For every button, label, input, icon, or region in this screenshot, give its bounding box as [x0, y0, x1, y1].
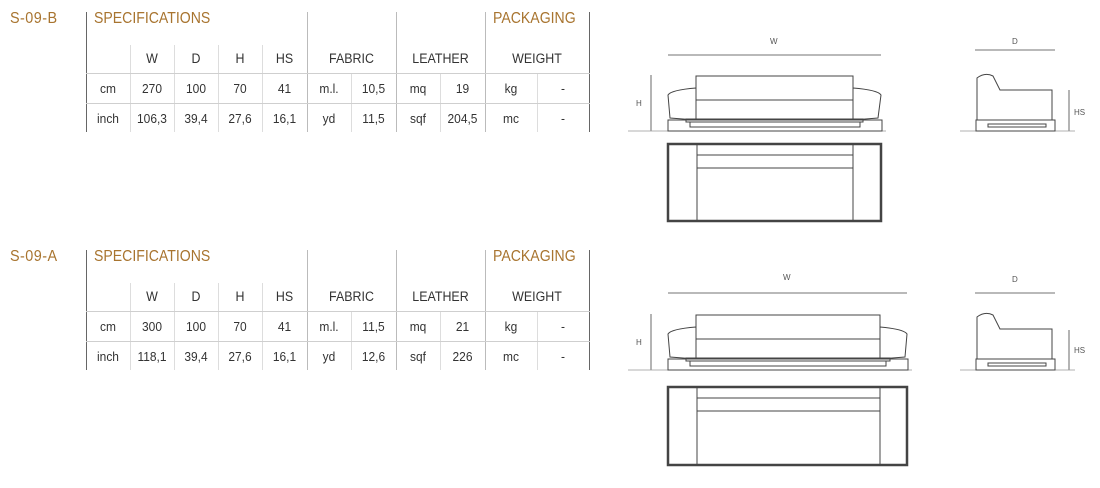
dim-label-h: H	[636, 338, 642, 347]
weight-unit-cell: mc	[503, 111, 519, 126]
fabric-unit-cell: m.l.	[319, 319, 339, 334]
fabric-cell: 11,5	[362, 111, 385, 126]
specifications-title: SPECIFICATIONS	[94, 10, 211, 27]
table-rule	[174, 45, 175, 132]
header-d: D	[191, 289, 201, 304]
product-block-s-09-b: S-09-B SPECIFICATIONS PACKAGING W D H HS…	[0, 0, 1100, 230]
weight-cell: -	[561, 319, 565, 334]
table-rule	[307, 12, 308, 132]
dim-label-d: D	[1012, 37, 1018, 46]
w-cell: 118,1	[137, 349, 167, 364]
d-cell: 100	[186, 81, 206, 96]
header-fabric: FABRIC	[329, 289, 374, 304]
leather-cell: 21	[455, 319, 470, 334]
hs-cell: 16,1	[272, 111, 297, 126]
header-w: W	[146, 289, 158, 304]
specifications-title: SPECIFICATIONS	[94, 248, 211, 265]
table-rule	[218, 283, 219, 370]
header-fabric: FABRIC	[329, 51, 374, 66]
product-block-s-09-a: S-09-A SPECIFICATIONS PACKAGING W D H HS…	[0, 238, 1100, 468]
dim-label-d: D	[1012, 275, 1018, 284]
table-rule	[86, 250, 87, 370]
header-d: D	[191, 51, 201, 66]
table-rule	[174, 283, 175, 370]
packaging-title: PACKAGING	[493, 248, 576, 265]
unit-cell: cm	[100, 81, 116, 96]
unit-cell: inch	[97, 111, 119, 126]
w-cell: 106,3	[137, 111, 167, 126]
leather-cell: 204,5	[447, 111, 478, 126]
table-rule	[218, 45, 219, 132]
w-cell: 270	[142, 81, 162, 96]
fabric-cell: 11,5	[362, 319, 385, 334]
weight-unit-cell: kg	[504, 319, 518, 334]
table-rule	[86, 103, 590, 104]
fabric-unit-cell: m.l.	[319, 81, 339, 96]
sofa-drawings: W D H HS	[628, 273, 1085, 467]
d-cell: 100	[186, 319, 206, 334]
table-rule	[86, 311, 590, 312]
hs-cell: 41	[277, 319, 292, 334]
header-hs: HS	[275, 289, 294, 304]
weight-unit-cell: kg	[504, 81, 518, 96]
header-hs: HS	[275, 51, 294, 66]
weight-cell: -	[561, 349, 565, 364]
product-code: S-09-B	[10, 10, 58, 27]
table-rule	[262, 45, 263, 132]
table-rule	[130, 283, 131, 370]
table-rule	[262, 283, 263, 370]
product-code: S-09-A	[10, 248, 58, 265]
leather-cell: 19	[455, 81, 470, 96]
leather-unit-cell: sqf	[410, 349, 426, 364]
header-leather: LEATHER	[412, 51, 469, 66]
dim-label-hs: HS	[1074, 346, 1085, 355]
header-leather: LEATHER	[412, 289, 469, 304]
fabric-unit-cell: yd	[322, 111, 336, 126]
header-h: H	[235, 289, 245, 304]
sofa-drawings: W D H HS	[628, 37, 1085, 223]
header-weight: WEIGHT	[512, 51, 562, 66]
leather-unit-cell: sqf	[410, 111, 426, 126]
h-cell: 27,6	[228, 349, 252, 364]
dim-label-h: H	[636, 99, 642, 108]
dim-label-hs: HS	[1074, 108, 1085, 117]
table-rule	[86, 12, 87, 132]
table-rule	[396, 250, 397, 370]
table-rule	[86, 341, 590, 342]
table-rule	[130, 45, 131, 132]
d-cell: 39,4	[184, 349, 208, 364]
hs-cell: 41	[277, 81, 292, 96]
weight-cell: -	[561, 81, 565, 96]
leather-unit-cell: mq	[409, 319, 427, 334]
h-cell: 70	[233, 81, 247, 96]
table-rule	[396, 12, 397, 132]
w-cell: 300	[142, 319, 162, 334]
weight-unit-cell: mc	[503, 349, 519, 364]
d-cell: 39,4	[184, 111, 208, 126]
h-cell: 27,6	[228, 111, 252, 126]
hs-cell: 16,1	[272, 349, 297, 364]
table-rule	[307, 250, 308, 370]
table-rule	[589, 250, 590, 370]
dim-label-w: W	[783, 273, 791, 282]
table-rule	[485, 250, 486, 370]
fabric-cell: 10,5	[361, 81, 386, 96]
weight-cell: -	[561, 111, 565, 126]
table-rule	[589, 12, 590, 132]
leather-unit-cell: mq	[409, 81, 427, 96]
dim-label-w: W	[770, 37, 778, 46]
unit-cell: cm	[100, 319, 116, 334]
leather-cell: 226	[452, 349, 473, 364]
header-h: H	[235, 51, 245, 66]
table-rule	[485, 12, 486, 132]
fabric-unit-cell: yd	[322, 349, 336, 364]
unit-cell: inch	[97, 349, 119, 364]
h-cell: 70	[233, 319, 247, 334]
packaging-title: PACKAGING	[493, 10, 576, 27]
header-w: W	[146, 51, 158, 66]
table-rule	[86, 73, 590, 74]
header-weight: WEIGHT	[512, 289, 562, 304]
fabric-cell: 12,6	[361, 349, 386, 364]
